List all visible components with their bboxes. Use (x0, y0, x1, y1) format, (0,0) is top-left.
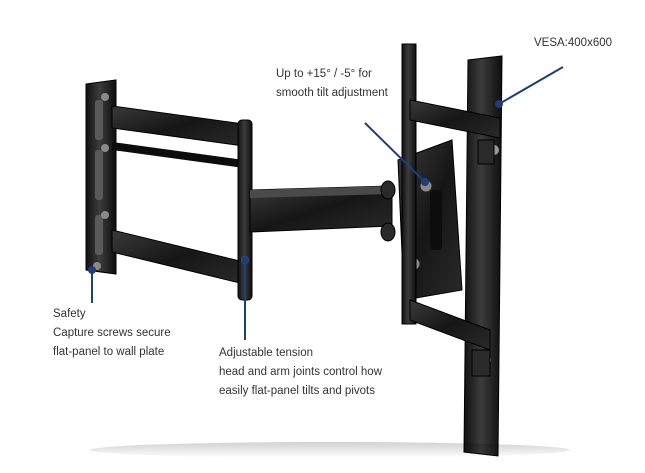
tilt-callout-line-1: Up to +15° / -5° for (276, 68, 372, 80)
vesa-bracket (401, 43, 503, 457)
tension-callout-line-1: Adjustable tension (219, 347, 313, 359)
extension-bar (249, 180, 396, 242)
safety-callout-line-1: Safety (53, 308, 86, 320)
safety-callout-line-2: Capture screws secure (53, 327, 171, 339)
tension-callout-line-3: easily flat-panel tilts and pivots (219, 385, 375, 397)
tension-callout-line-2: head and arm joints control how (219, 366, 383, 378)
vesa-callout: VESA:400x600 (534, 34, 612, 53)
leader-lines (88, 66, 564, 340)
tension-callout: Adjustable tension head and arm joints c… (219, 344, 382, 401)
vesa-callout-line-1: VESA:400x600 (534, 37, 613, 49)
tilt-callout: Up to +15° / -5° for smooth tilt adjustm… (276, 65, 388, 103)
articulating-arms (111, 105, 253, 301)
safety-callout-line-3: flat-panel to wall plate (53, 346, 165, 358)
tilt-callout-line-2: smooth tilt adjustment (276, 87, 388, 99)
safety-callout: Safety Capture screws secure flat-panel … (53, 305, 171, 362)
